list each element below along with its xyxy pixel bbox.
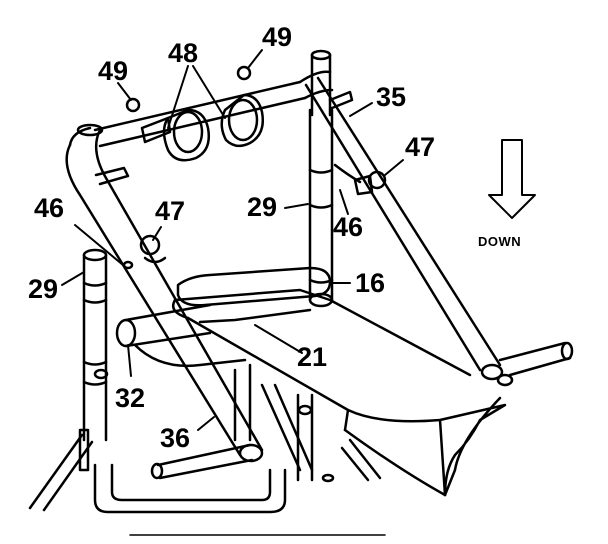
callout-47-left: 47 xyxy=(155,196,186,226)
callout-29-left: 29 xyxy=(28,274,59,304)
back-rest-pad xyxy=(176,266,332,307)
callout-46-center: 46 xyxy=(333,212,364,242)
roller-pad xyxy=(115,303,247,367)
callout-48: 48 xyxy=(168,38,199,68)
callout-16: 16 xyxy=(355,268,386,298)
upper-pads xyxy=(140,93,264,162)
callout-47-right: 47 xyxy=(405,132,436,162)
right-arm xyxy=(304,76,514,387)
leader-lines xyxy=(61,49,404,431)
right-handle xyxy=(498,341,574,377)
lower-leg-bar xyxy=(150,363,335,483)
upper-frame xyxy=(93,49,354,186)
callout-32: 32 xyxy=(115,383,146,413)
direction-label: DOWN xyxy=(478,234,522,249)
bench-seat xyxy=(171,288,507,497)
callout-21: 21 xyxy=(297,342,328,372)
callout-29-center: 29 xyxy=(247,192,278,222)
down-arrow-icon xyxy=(488,139,536,219)
callout-49-left: 49 xyxy=(98,56,129,86)
left-post xyxy=(78,248,109,472)
callout-49-right: 49 xyxy=(262,22,293,52)
base-frame xyxy=(28,433,382,514)
knobs xyxy=(125,65,387,264)
callout-46-left: 46 xyxy=(34,193,65,223)
callout-36: 36 xyxy=(160,423,191,453)
callout-35: 35 xyxy=(376,82,407,112)
